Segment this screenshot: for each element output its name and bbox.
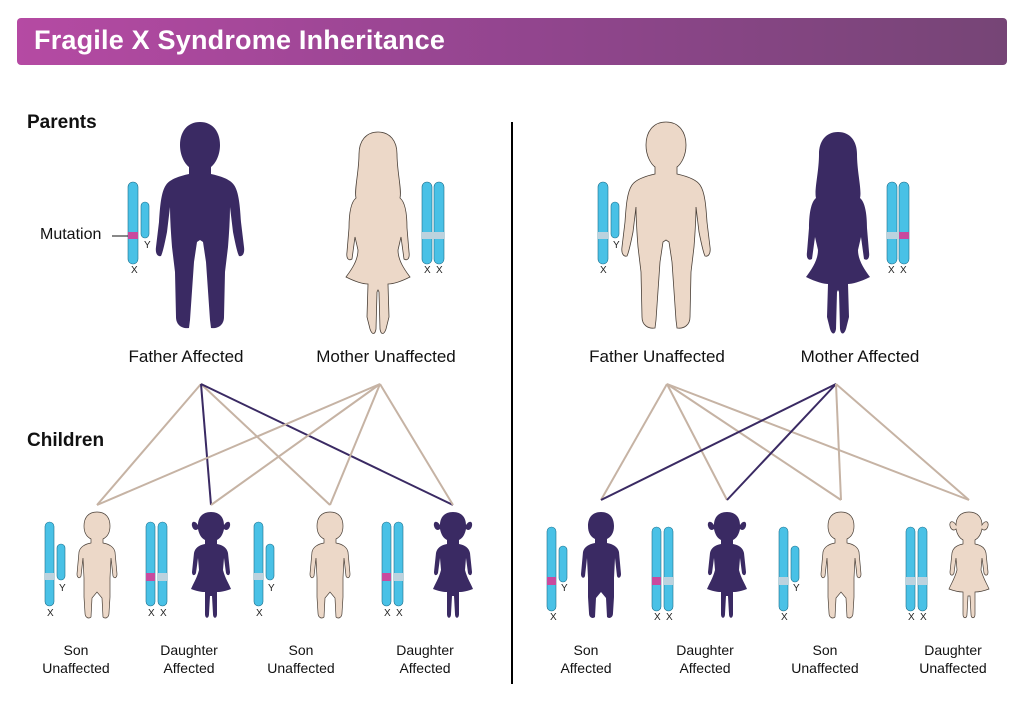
left-child-3-chromosomes [253,521,275,607]
left-father-label: Father Affected [128,347,244,366]
left-father-chromosomes [112,181,150,265]
chrom-letter: X [436,265,443,276]
right-child-2-chromosomes [651,526,674,612]
left-mother-figure [345,131,411,334]
right-connections [600,383,970,501]
left-child-1-figure [76,511,118,619]
center-divider [511,122,513,684]
right-mother-figure [806,132,870,334]
left-child-2-figure [191,512,231,618]
right-child-1-figure [581,512,621,618]
chrom-letter: X [424,265,431,276]
left-child-2-chromosomes [145,521,168,607]
chrom-letter: Y [613,240,620,251]
chrom-letter: X [888,265,895,276]
chrom-letter: X [920,612,927,623]
right-mother-label: Mother Affected [800,347,920,366]
chrom-letter: X [396,608,403,619]
left-child-1-chromosomes [44,521,66,607]
chrom-letter: X [781,612,788,623]
chrom-letter: X [666,612,673,623]
right-child-2-figure [707,512,747,618]
chrom-letter: X [900,265,907,276]
left-father-figure [155,122,245,329]
right-child-1-chromosomes [546,526,568,612]
right-mother-chromosomes [886,181,910,265]
chrom-letter: Y [59,583,66,594]
chrom-letter: X [47,608,54,619]
chrom-letter: X [908,612,915,623]
chrom-letter: Y [144,240,151,251]
left-connections [96,383,454,506]
page-title: Fragile X Syndrome Inheritance [34,25,446,55]
chrom-letter: X [131,265,138,276]
right-father-label: Father Unaffected [589,347,725,366]
right-father-chromosomes [597,181,620,265]
chrom-letter: X [148,608,155,619]
parents-heading: Parents [27,112,97,133]
left-child-3-figure [309,511,351,619]
children-heading: Children [27,430,105,451]
chrom-letter: X [654,612,661,623]
title-banner: Fragile X Syndrome Inheritance [17,18,1007,65]
chrom-letter: Y [268,583,275,594]
right-child-3-chromosomes [778,526,800,612]
chrom-letter: X [160,608,167,619]
mutation-label: Mutation [40,226,102,243]
chrom-letter: X [256,608,263,619]
left-child-4-chromosomes [381,521,404,607]
right-father-figure [621,121,711,329]
chrom-letter: Y [561,583,568,594]
chrom-letter: X [550,612,557,623]
chrom-letter: X [600,265,607,276]
right-child-4-figure [948,511,990,619]
left-mother-chromosomes [421,181,445,265]
chrom-letter: Y [793,583,800,594]
left-child-4-figure [433,512,473,618]
right-child-4-chromosomes [905,526,928,612]
left-mother-label: Mother Unaffected [316,347,456,366]
right-child-3-figure [820,511,862,619]
chrom-letter: X [384,608,391,619]
